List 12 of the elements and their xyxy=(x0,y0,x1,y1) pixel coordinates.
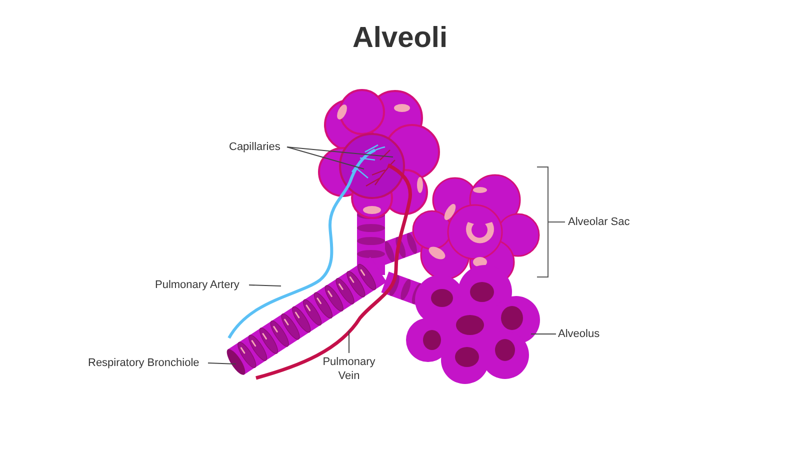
part-label: Pulmonary Vein xyxy=(318,355,380,383)
part-label: Pulmonary Artery xyxy=(155,278,247,292)
leader-line xyxy=(286,146,394,158)
leader-line xyxy=(208,362,236,364)
part-label: Capillaries xyxy=(229,140,285,154)
part-label: Alveolar Sac xyxy=(568,215,631,229)
leader-line xyxy=(248,284,282,286)
leader-line xyxy=(348,330,350,354)
part-label: Alveolus xyxy=(558,327,608,341)
title: Alveoli xyxy=(351,22,449,55)
part-label: Respiratory Bronchiole xyxy=(88,356,206,370)
leader-line xyxy=(286,146,364,170)
